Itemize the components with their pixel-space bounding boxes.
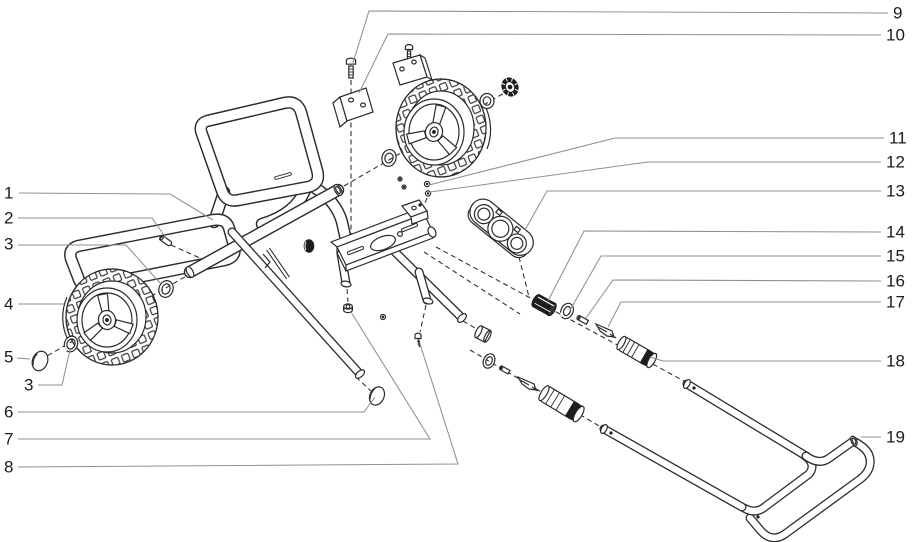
callout-label-12-12: 12 <box>886 153 905 172</box>
leader-line-9-9 <box>351 10 889 67</box>
callout-label-3-5: 3 <box>24 376 33 395</box>
angle-bracket <box>332 87 374 129</box>
lock-nut <box>343 303 354 314</box>
cross-strap <box>262 247 290 280</box>
axle-tube <box>183 183 345 279</box>
deck-slot <box>347 223 418 255</box>
callout-label-6-6: 6 <box>4 403 13 422</box>
leader-line-11-11 <box>428 137 884 186</box>
callout-label-15-15: 15 <box>886 247 905 266</box>
leader-line-8-8 <box>17 343 459 468</box>
plate-bracket-screw <box>404 43 414 60</box>
frame-legs <box>227 227 467 379</box>
outer-washer <box>479 92 495 110</box>
leader-line-6-6 <box>18 396 376 413</box>
handle-grip <box>538 385 585 423</box>
axle-bushing <box>531 294 557 317</box>
spacer-washer <box>381 149 397 167</box>
handle-grip <box>616 335 658 369</box>
c-washer <box>559 302 574 320</box>
callout-label-11-11: 11 <box>889 129 907 148</box>
callout-label-9-9: 9 <box>893 4 902 23</box>
leader-line-17-17 <box>607 301 881 328</box>
leader-line-7-7 <box>18 311 431 440</box>
leader-line-5-4 <box>16 357 31 360</box>
callout-label-4-3: 4 <box>4 295 13 314</box>
mounting-screw <box>345 57 357 79</box>
leg-tube-plug <box>368 386 386 406</box>
callout-label-13-13: 13 <box>886 182 905 201</box>
leader-line-16-16 <box>585 279 882 319</box>
deck-plate <box>329 208 434 272</box>
cart-frame-weldment <box>64 96 467 379</box>
leader-line-15-15 <box>569 255 881 311</box>
c-washer <box>482 353 496 369</box>
leader-line-18-18 <box>649 356 881 362</box>
wedge-clip <box>516 375 539 392</box>
leader-lines <box>16 10 889 468</box>
callout-label-1-0: 1 <box>4 184 13 203</box>
wedge-clip <box>594 322 617 339</box>
axle-clamp-bracket <box>400 199 437 238</box>
callout-label-16-16: 16 <box>886 272 905 291</box>
snap-ring <box>63 335 79 353</box>
callout-label-14-14: 14 <box>886 223 905 242</box>
callout-label-2-1: 2 <box>4 209 13 228</box>
dowel-pin <box>159 235 173 247</box>
gun-holder-manifold <box>467 198 534 259</box>
leader-line-12-12 <box>429 161 881 193</box>
roll-pin <box>576 314 590 326</box>
hub-cap <box>31 350 49 372</box>
callout-label-8-8: 8 <box>4 458 13 477</box>
callout-label-17-17: 17 <box>886 293 905 312</box>
clamp-screws <box>379 176 432 321</box>
leader-line-14-14 <box>547 230 882 302</box>
right-wheel-assembly <box>381 77 519 178</box>
leader-line-13-13 <box>524 190 881 231</box>
leader-line-3-5 <box>38 349 71 386</box>
leader-line-3-2 <box>18 244 161 284</box>
handle-slot <box>274 172 292 180</box>
wheel <box>395 78 492 178</box>
leader-line-1-0 <box>18 192 214 221</box>
leader-line-10-10 <box>358 33 882 94</box>
roll-pin <box>498 365 511 375</box>
push-cap-nut <box>501 77 519 97</box>
callout-label-18-18: 18 <box>886 352 905 371</box>
callout-label-7-7: 7 <box>4 430 13 449</box>
leader-line-2-1 <box>18 217 167 239</box>
bumper-knob <box>303 239 315 253</box>
callout-label-5-4: 5 <box>4 348 13 367</box>
flat-plate-bracket <box>392 53 434 86</box>
leg-tube-plug-right <box>474 325 492 343</box>
callout-label-19-19: 19 <box>886 428 905 447</box>
wheel <box>62 268 159 366</box>
cart-handle-assembly <box>599 378 875 542</box>
left-wheel-assembly <box>31 268 174 372</box>
spacer-washer <box>158 280 174 298</box>
callout-label-10-10: 10 <box>886 26 905 45</box>
callout-label-3-2: 3 <box>4 235 13 254</box>
assembly-axis-dashed-lines <box>32 55 685 431</box>
